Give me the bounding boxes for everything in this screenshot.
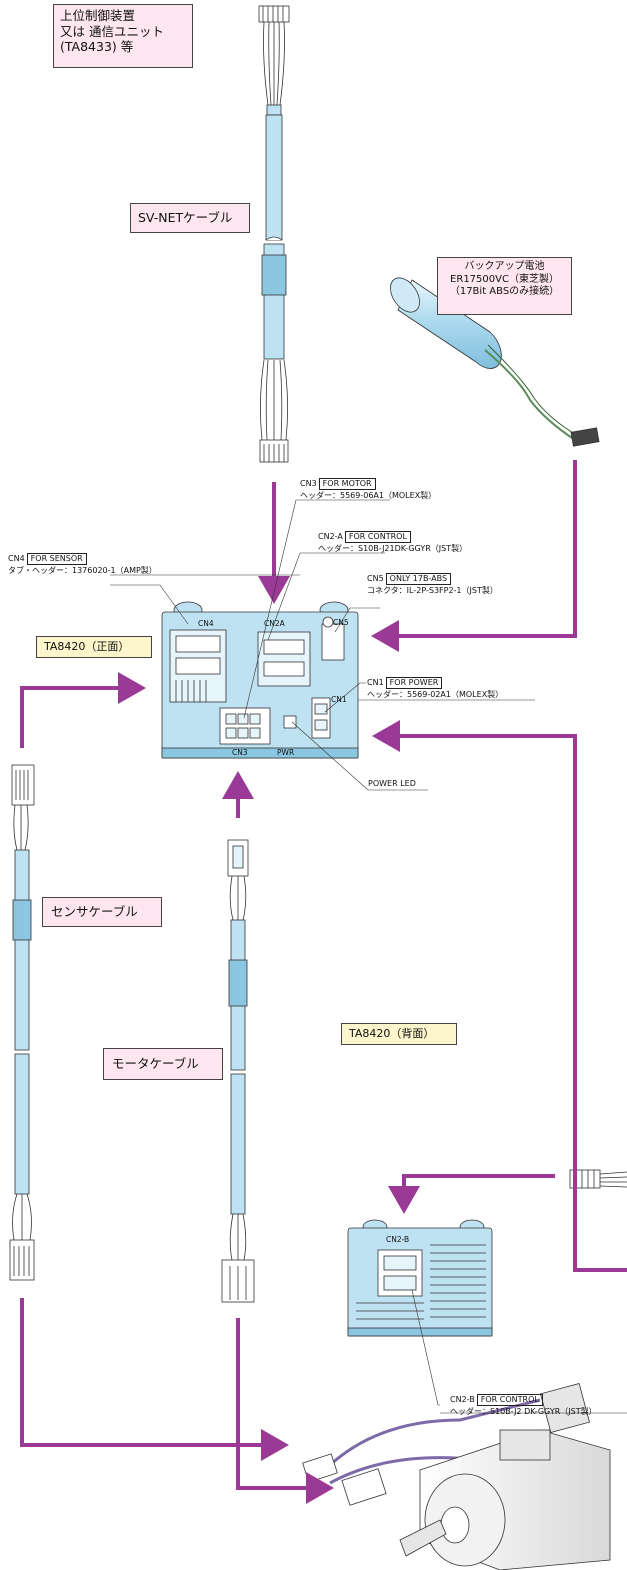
mark-cn1: CN1: [331, 695, 347, 704]
cn5-tag: ONLY 17B-ABS: [385, 573, 452, 585]
battery-line2: ER17500VC（東芝製）: [450, 273, 559, 285]
battery-label: バックアップ電池 ER17500VC（東芝製） （17Bit ABSのみ接続）: [437, 257, 572, 315]
cn4-tag: FOR SENSOR: [26, 553, 87, 565]
sensor-cable-label: センサケーブル: [42, 897, 162, 927]
front-unit-label: TA8420（正面）: [36, 636, 152, 658]
cn3-tag: FOR MOTOR: [318, 478, 376, 490]
cn2b-tag: FOR CONTROL: [476, 1394, 543, 1406]
cn4-name: CN4: [8, 554, 25, 563]
cn3-name: CN3: [300, 479, 317, 488]
power-led-callout: POWER LED: [368, 779, 416, 788]
svnet-cable: [258, 5, 290, 463]
mark-cn3: CN3: [232, 748, 248, 757]
mark-pwr: PWR: [277, 748, 295, 757]
host-line2: 又は 通信ユニット: [60, 23, 164, 39]
battery-line1: バックアップ電池: [464, 261, 545, 272]
mark-cn2a: CN2A: [264, 619, 285, 628]
mark-cn4: CN4: [198, 619, 214, 628]
cn3-part: ヘッダー：5569-06A1（MOLEX製）: [300, 491, 437, 500]
cn2a-tag: FOR CONTROL: [344, 531, 411, 543]
cn4-part: タブ・ヘッダー：1376020-1（AMP製）: [8, 566, 157, 575]
host-line1: 上位制御装置: [60, 8, 136, 23]
motor-cable: [221, 839, 255, 1303]
cn1-name: CN1: [367, 678, 384, 687]
cn1-tag: FOR POWER: [385, 677, 443, 689]
host-controller-label: 上位制御装置 又は 通信ユニット (TA8433) 等: [53, 4, 193, 68]
cn2b-part: ヘッダー：S10B-J2 DK-GGYR（JST製）: [450, 1407, 597, 1416]
motor-cable-label: モータケーブル: [103, 1048, 223, 1080]
cn2a-name: CN2-A: [318, 532, 343, 541]
mark-cn2b: CN2-B: [386, 1235, 410, 1244]
back-unit-label: TA8420（背面）: [341, 1023, 457, 1045]
arrows: [20, 460, 627, 1504]
battery-drawing: [390, 277, 600, 447]
cn2b-name: CN2-B: [450, 1395, 475, 1404]
leader-lines: [110, 499, 627, 1414]
mark-cn5: CN5: [333, 618, 349, 627]
cn5-name: CN5: [367, 574, 384, 583]
battery-line3: （17Bit ABSのみ接続）: [449, 286, 560, 297]
cn1-part: ヘッダー：5569-02A1（MOLEX製）: [367, 690, 504, 699]
cn2a-part: ヘッダー：S10B-J21DK-GGYR（JST製）: [318, 544, 468, 553]
cn5-part: コネクタ：IL-2P-S3FP2-1（JST製）: [367, 586, 498, 595]
svnet-cable-label: SV-NETケーブル: [130, 203, 250, 233]
back-unit-drawing: [347, 1169, 627, 1337]
sensor-cable: [9, 764, 35, 1281]
front-unit-drawing: [161, 601, 359, 759]
host-line3: (TA8433) 等: [60, 39, 134, 55]
